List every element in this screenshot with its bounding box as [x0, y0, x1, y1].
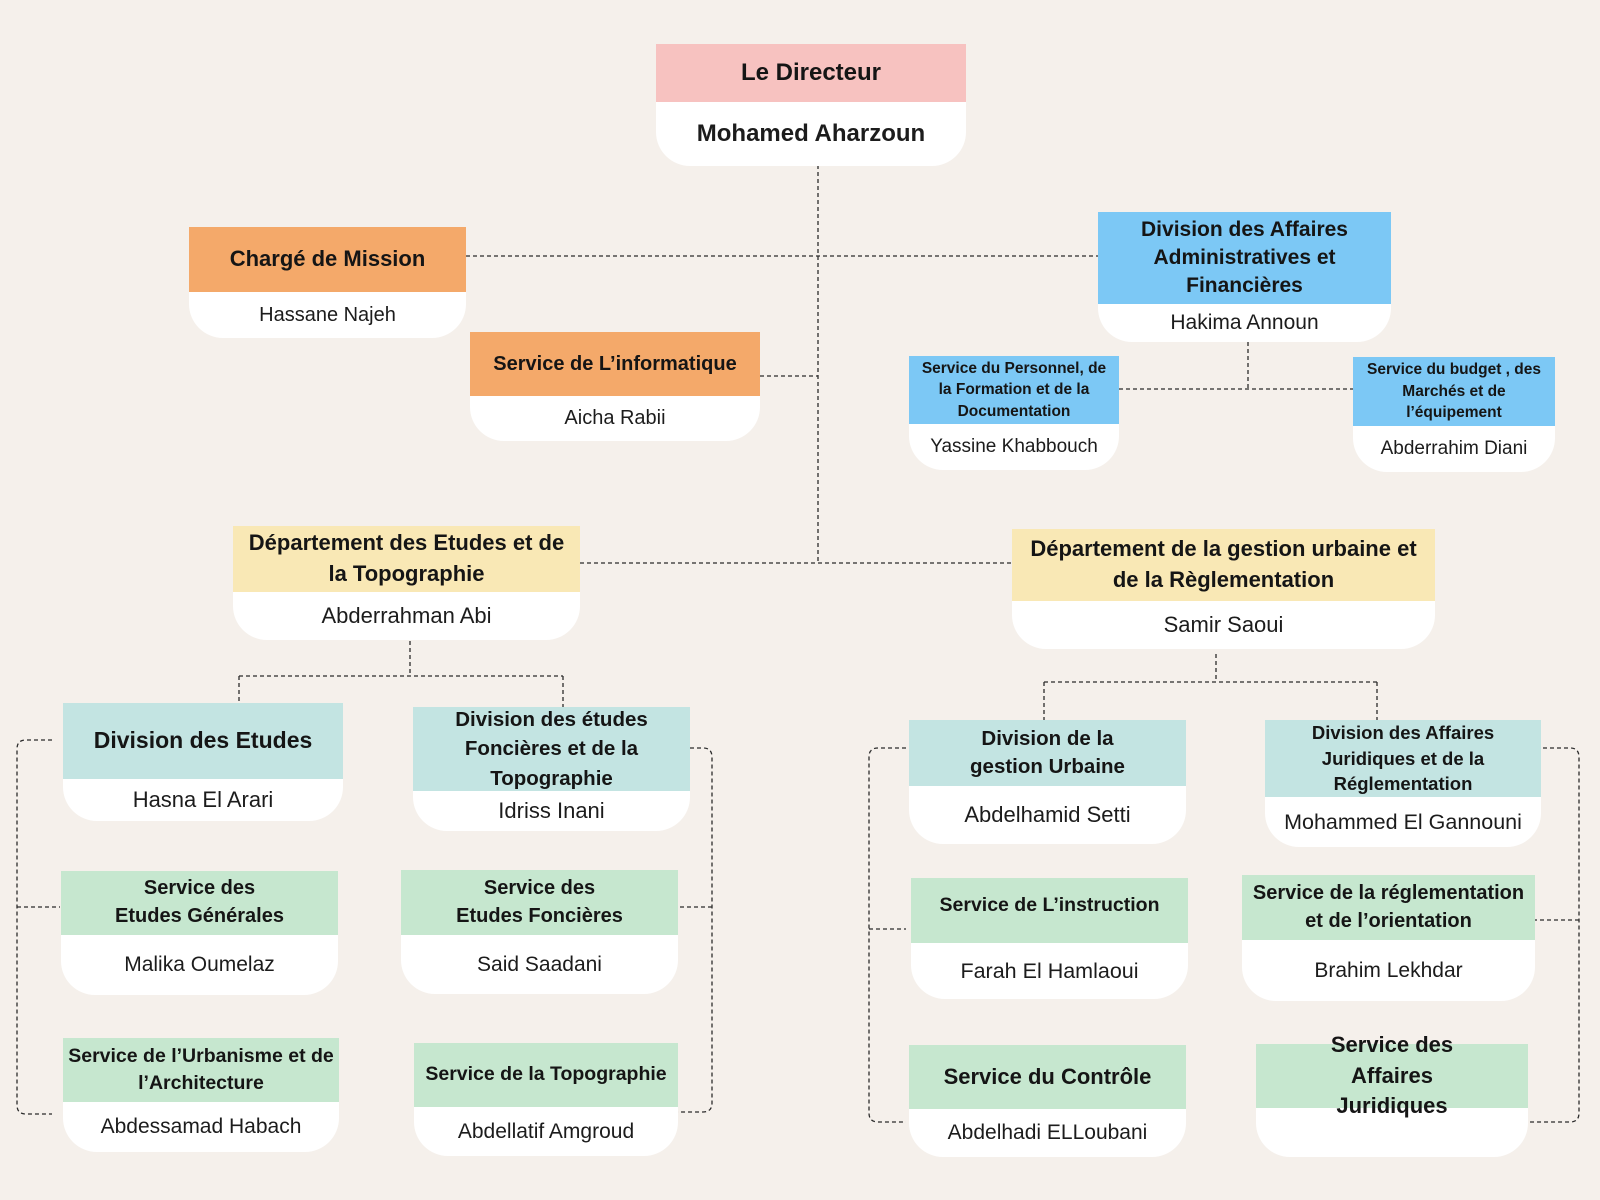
svc-etudes-fonc-name: Said Saadani — [401, 935, 678, 994]
dept-etudes-title: Département des Etudes et de la Topograp… — [233, 526, 580, 592]
svc-controle-card: Service du Contrôle Abdelhadi ELLoubani — [909, 1045, 1186, 1157]
budget-name: Abderrahim Diani — [1353, 426, 1555, 472]
div-etudes-title: Division des Etudes — [63, 703, 343, 779]
svc-topo-card: Service de la Topographie Abdellatif Amg… — [414, 1043, 678, 1156]
daaf-card: Division des Affaires Administratives et… — [1098, 212, 1391, 342]
svc-controle-title: Service du Contrôle — [909, 1045, 1186, 1109]
daaf-name: Hakima Announ — [1098, 304, 1391, 342]
svc-controle-name: Abdelhadi ELLoubani — [909, 1109, 1186, 1157]
svc-urbanisme-title: Service de l’Urbanisme et de l’Architect… — [63, 1038, 339, 1102]
svc-etudes-fonc-title: Service des Etudes Foncières — [401, 870, 678, 935]
svc-aff-juridiques-card: Service des Affaires Juridiques — [1256, 1032, 1528, 1157]
svc-instruction-title: Service de L’instruction — [911, 878, 1188, 943]
informatique-title: Service de L’informatique — [470, 332, 760, 396]
svc-topo-title: Service de la Topographie — [414, 1043, 678, 1107]
daaf-title: Division des Affaires Administratives et… — [1098, 212, 1391, 304]
personnel-card: Service du Personnel, de la Formation et… — [909, 356, 1119, 470]
div-juridiques-card: Division des Affaires Juridiques et de l… — [1265, 720, 1541, 847]
svc-urbanisme-card: Service de l’Urbanisme et de l’Architect… — [63, 1038, 339, 1152]
dept-gestion-title: Département de la gestion urbaine et de … — [1012, 529, 1435, 601]
svc-reglementation-title: Service de la réglementation et de l’ori… — [1242, 875, 1535, 940]
svc-etudes-gen-card: Service des Etudes Générales Malika Oume… — [61, 871, 338, 995]
div-etudes-card: Division des Etudes Hasna El Arari — [63, 703, 343, 821]
svc-reglementation-card: Service de la réglementation et de l’ori… — [1242, 875, 1535, 1001]
informatique-name: Aicha Rabii — [470, 396, 760, 441]
svc-aff-juridiques-title: Service des Affaires Juridiques — [1256, 1032, 1528, 1118]
div-etudes-name: Hasna El Arari — [63, 779, 343, 821]
svc-instruction-card: Service de L’instruction Farah El Hamlao… — [911, 878, 1188, 999]
svc-etudes-fonc-card: Service des Etudes Foncières Said Saadan… — [401, 870, 678, 994]
connector-bracket-div-etudes — [16, 739, 60, 1115]
div-gestion-title: Division de la gestion Urbaine — [909, 720, 1186, 786]
personnel-title: Service du Personnel, de la Formation et… — [909, 356, 1119, 424]
svc-urbanisme-name: Abdessamad Habach — [63, 1102, 339, 1152]
div-juridiques-title: Division des Affaires Juridiques et de l… — [1265, 720, 1541, 797]
div-foncieres-title: Division des études Foncières et de la T… — [413, 707, 690, 791]
div-foncieres-card: Division des études Foncières et de la T… — [413, 707, 690, 831]
informatique-card: Service de L’informatique Aicha Rabii — [470, 332, 760, 441]
connector-bracket-div-gestion — [868, 747, 906, 1123]
mission-name: Hassane Najeh — [189, 292, 466, 338]
budget-card: Service du budget , des Marchés et de l’… — [1353, 357, 1555, 472]
mission-title: Chargé de Mission — [189, 227, 466, 292]
svc-topo-name: Abdellatif Amgroud — [414, 1107, 678, 1156]
svc-etudes-gen-title: Service des Etudes Générales — [61, 871, 338, 935]
director-name: Mohamed Aharzoun — [656, 102, 966, 166]
div-gestion-name: Abdelhamid Setti — [909, 786, 1186, 844]
director-title: Le Directeur — [656, 44, 966, 102]
mission-card: Chargé de Mission Hassane Najeh — [189, 227, 466, 338]
connector-daaf-services — [1119, 342, 1353, 390]
svc-etudes-gen-name: Malika Oumelaz — [61, 935, 338, 995]
dept-gestion-name: Samir Saoui — [1012, 601, 1435, 649]
dept-etudes-card: Département des Etudes et de la Topograp… — [233, 526, 580, 640]
svc-instruction-name: Farah El Hamlaoui — [911, 943, 1188, 999]
div-foncieres-name: Idriss Inani — [413, 791, 690, 831]
budget-title: Service du budget , des Marchés et de l’… — [1353, 357, 1555, 426]
div-juridiques-name: Mohammed El Gannouni — [1265, 797, 1541, 847]
svc-reglementation-name: Brahim Lekhdar — [1242, 940, 1535, 1001]
svc-aff-juridiques-name — [1256, 1108, 1528, 1157]
div-gestion-card: Division de la gestion Urbaine Abdelhami… — [909, 720, 1186, 844]
director-card: Le Directeur Mohamed Aharzoun — [656, 44, 966, 166]
connector-dept-gestion-divisions — [1043, 654, 1378, 720]
connector-dept-etudes-divisions — [238, 641, 564, 707]
personnel-name: Yassine Khabbouch — [909, 424, 1119, 470]
dept-gestion-card: Département de la gestion urbaine et de … — [1012, 529, 1435, 649]
dept-etudes-name: Abderrahman Abi — [233, 592, 580, 640]
